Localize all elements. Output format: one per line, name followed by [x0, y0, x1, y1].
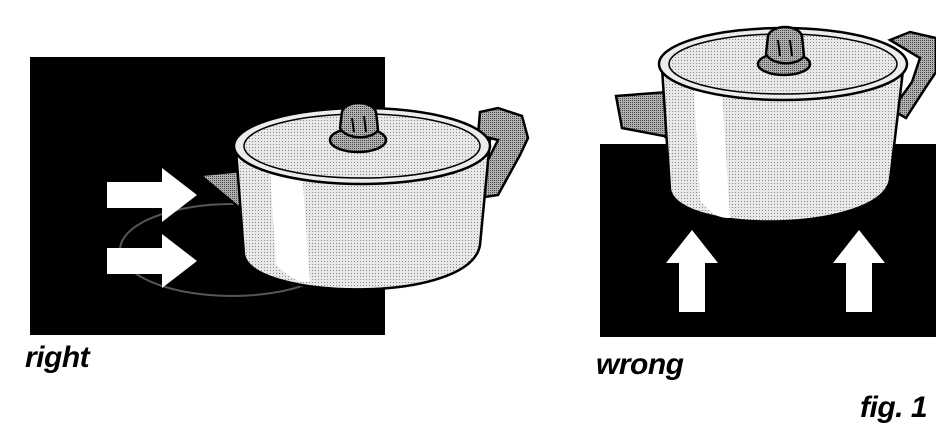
figure-label: fig. 1	[860, 391, 928, 424]
heat-arrow-upper	[107, 168, 197, 222]
caption-wrong: wrong	[596, 348, 684, 381]
heat-arrow-right	[833, 230, 885, 312]
pot-handle-right-wrong	[887, 30, 936, 120]
pot-wrong	[614, 25, 936, 223]
heat-arrow-lower	[107, 234, 197, 288]
wrong-panel	[600, 25, 936, 337]
heat-arrow-left	[666, 230, 718, 312]
caption-right: right	[25, 341, 90, 374]
right-panel	[30, 57, 530, 335]
pot-right	[196, 101, 530, 291]
lid-knob-wrong	[764, 25, 806, 65]
lid-knob	[338, 101, 380, 139]
